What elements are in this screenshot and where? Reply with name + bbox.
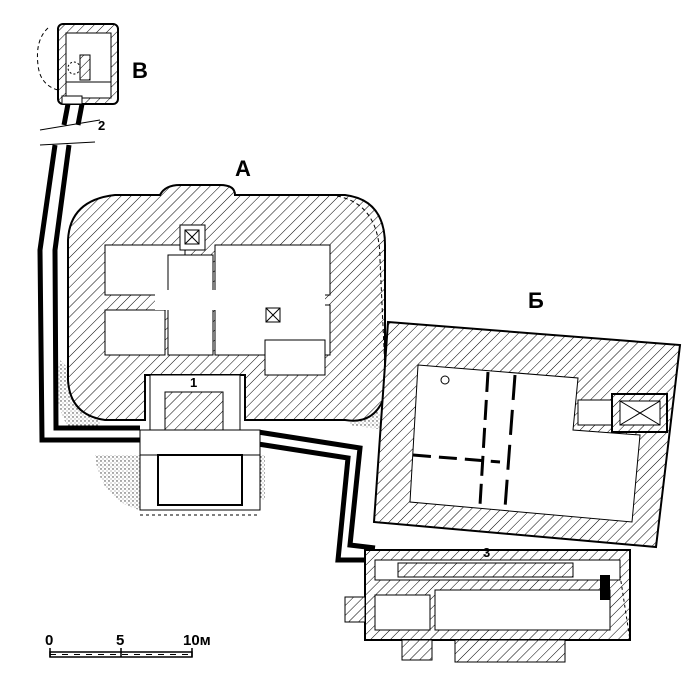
- scale-tick-0: 0: [45, 632, 54, 649]
- building-v-label: В: [132, 58, 148, 83]
- marker-3: 3: [483, 545, 491, 560]
- building-a: [67, 184, 386, 516]
- building-v: [37, 23, 119, 105]
- annex: [344, 549, 631, 663]
- marker-1: 1: [190, 375, 198, 390]
- building-a-label: А: [235, 156, 251, 181]
- tunnels: [37, 103, 376, 563]
- building-b-label: Б: [528, 288, 544, 313]
- marker-2: 2: [98, 118, 106, 133]
- scale-tick-10: 10м: [183, 632, 211, 649]
- building-b: [372, 320, 682, 549]
- scale-bar: [49, 648, 193, 658]
- break-line: [39, 141, 96, 146]
- scale-tick-5: 5: [116, 632, 125, 649]
- break-line: [39, 119, 101, 131]
